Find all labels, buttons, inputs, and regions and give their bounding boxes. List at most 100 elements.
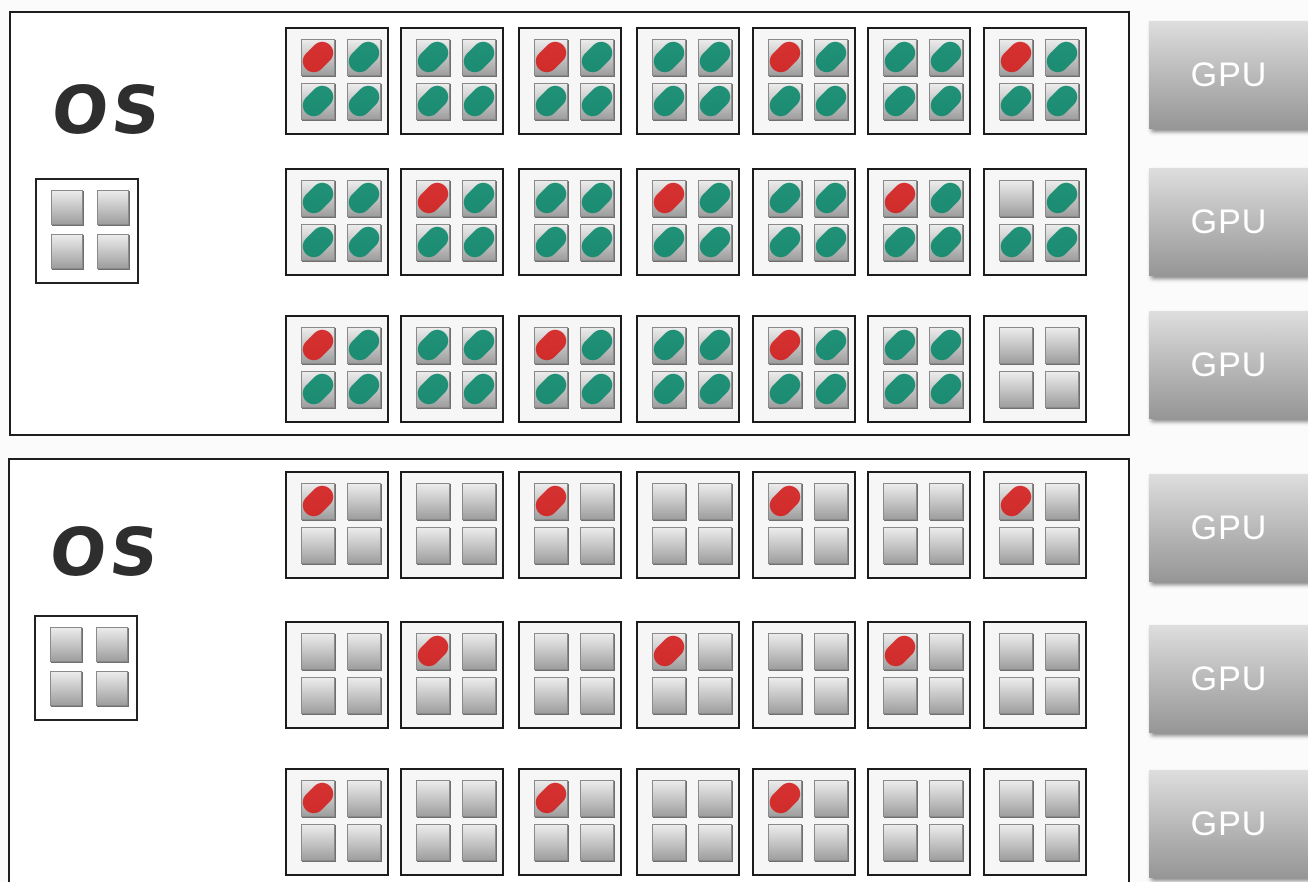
cpu-core <box>96 671 128 706</box>
cpu-core <box>698 677 732 714</box>
cpu-node <box>636 27 740 135</box>
cpu-node <box>636 315 740 423</box>
cpu-core <box>301 527 335 564</box>
cpu-core <box>96 627 128 662</box>
cpu-core <box>929 633 963 670</box>
cpu-core <box>51 234 83 269</box>
cpu-core <box>416 780 450 817</box>
cpu-node <box>867 768 971 876</box>
cpu-node <box>867 168 971 276</box>
cpu-core <box>462 633 496 670</box>
cpu-core <box>814 780 848 817</box>
cpu-core <box>929 677 963 714</box>
cpu-core <box>999 677 1033 714</box>
cpu-node <box>400 315 504 423</box>
cpu-core <box>814 677 848 714</box>
cpu-node <box>983 621 1087 729</box>
gpu-block: GPU <box>1149 625 1308 733</box>
cpu-node <box>518 315 622 423</box>
gpu-block: GPU <box>1149 311 1308 419</box>
cpu-core <box>416 677 450 714</box>
cpu-node <box>285 27 389 135</box>
cpu-core <box>580 824 614 861</box>
cpu-node <box>636 471 740 579</box>
gpu-label: GPU <box>1191 509 1268 548</box>
cpu-core <box>534 633 568 670</box>
cpu-core <box>1045 527 1079 564</box>
cpu-core <box>929 780 963 817</box>
cpu-core <box>580 527 614 564</box>
cpu-core <box>462 483 496 520</box>
cpu-core <box>652 483 686 520</box>
cpu-core <box>698 527 732 564</box>
cpu-node <box>752 315 856 423</box>
cpu-core <box>347 633 381 670</box>
cpu-core <box>698 483 732 520</box>
cpu-node <box>518 621 622 729</box>
gpu-block: GPU <box>1149 168 1308 276</box>
cpu-core <box>462 677 496 714</box>
cpu-core <box>347 483 381 520</box>
cpu-core <box>883 780 917 817</box>
cpu-core <box>462 780 496 817</box>
cpu-node <box>983 471 1087 579</box>
cpu-core <box>50 627 82 662</box>
cpu-core <box>652 780 686 817</box>
gpu-block: GPU <box>1149 474 1308 582</box>
cpu-node <box>285 168 389 276</box>
cpu-node <box>983 168 1087 276</box>
cpu-node <box>636 621 740 729</box>
cpu-node <box>518 27 622 135</box>
cpu-node <box>983 768 1087 876</box>
cpu-node <box>400 27 504 135</box>
cpu-core <box>301 824 335 861</box>
cpu-core <box>814 633 848 670</box>
cpu-core <box>1045 677 1079 714</box>
cpu-core <box>301 633 335 670</box>
cpu-core <box>1045 824 1079 861</box>
cpu-core <box>929 483 963 520</box>
cpu-node <box>752 621 856 729</box>
cpu-node <box>752 471 856 579</box>
os-label-top: OS <box>49 78 168 144</box>
cpu-core <box>347 677 381 714</box>
cpu-core <box>652 824 686 861</box>
cpu-node <box>636 768 740 876</box>
cpu-core <box>929 527 963 564</box>
cpu-core <box>1045 371 1079 408</box>
cpu-node <box>867 471 971 579</box>
cpu-core <box>883 527 917 564</box>
gpu-label: GPU <box>1191 660 1268 699</box>
cpu-core <box>999 780 1033 817</box>
cpu-core <box>97 234 129 269</box>
cpu-core <box>1045 780 1079 817</box>
cpu-node <box>285 315 389 423</box>
cpu-core <box>462 824 496 861</box>
cpu-node <box>867 27 971 135</box>
cpu-core <box>1045 633 1079 670</box>
cpu-node <box>752 27 856 135</box>
cpu-node <box>867 315 971 423</box>
cpu-core <box>347 780 381 817</box>
gpu-label: GPU <box>1191 203 1268 242</box>
cpu-core <box>1045 327 1079 364</box>
cpu-node <box>400 768 504 876</box>
gpu-label: GPU <box>1191 56 1268 95</box>
cpu-node <box>400 621 504 729</box>
cpu-core <box>416 824 450 861</box>
cpu-core <box>929 824 963 861</box>
cpu-node <box>518 471 622 579</box>
cpu-node <box>285 768 389 876</box>
cpu-core <box>301 677 335 714</box>
gpu-block: GPU <box>1149 770 1308 878</box>
cpu-core <box>97 190 129 225</box>
cpu-core <box>416 483 450 520</box>
cpu-core <box>652 677 686 714</box>
cpu-node <box>752 768 856 876</box>
cpu-core <box>883 824 917 861</box>
cpu-core <box>347 527 381 564</box>
cpu-core <box>698 824 732 861</box>
cpu-core <box>883 677 917 714</box>
cpu-core <box>814 824 848 861</box>
cpu-node <box>867 621 971 729</box>
